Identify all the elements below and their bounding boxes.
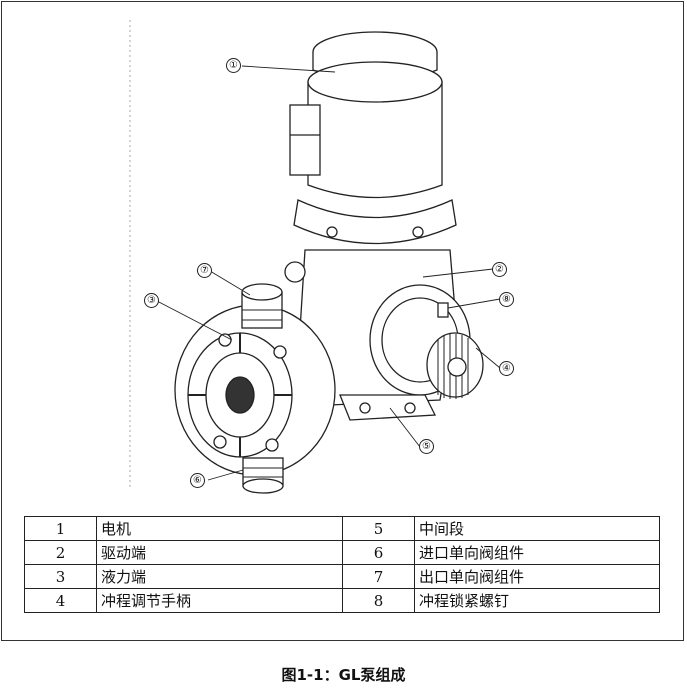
part-name: 出口单向阀组件 — [414, 564, 660, 589]
callout-6: ⑥ — [190, 473, 205, 488]
part-name: 液力端 — [96, 564, 343, 589]
callout-3: ③ — [144, 293, 159, 308]
part-name: 驱动端 — [96, 540, 343, 565]
part-name: 进口单向阀组件 — [414, 540, 660, 565]
part-number: 4 — [24, 588, 97, 613]
part-name: 中间段 — [414, 516, 660, 541]
figure-caption: 图1-1：GL泵组成 — [281, 666, 406, 684]
callout-2: ② — [492, 262, 507, 277]
part-number: 7 — [342, 564, 415, 589]
callout-4: ④ — [499, 361, 514, 376]
part-number: 1 — [24, 516, 97, 541]
callout-7: ⑦ — [197, 263, 212, 278]
callout-5: ⑤ — [419, 439, 434, 454]
part-name: 冲程锁紧螺钉 — [414, 588, 660, 613]
part-number: 2 — [24, 540, 97, 565]
part-name: 冲程调节手柄 — [96, 588, 343, 613]
table-row: 3 液力端 7 出口单向阀组件 — [24, 564, 660, 589]
figure-frame — [1, 1, 684, 641]
callout-8: ⑧ — [499, 292, 514, 307]
part-number: 8 — [342, 588, 415, 613]
part-number: 6 — [342, 540, 415, 565]
pump-drawing — [129, 20, 501, 494]
table-row: 2 驱动端 6 进口单向阀组件 — [24, 540, 660, 565]
part-number: 5 — [342, 516, 415, 541]
part-name: 电机 — [96, 516, 343, 541]
part-number: 3 — [24, 564, 97, 589]
parts-table: 1 电机 5 中间段 2 驱动端 6 进口单向阀组件 3 液力端 7 出口单向阀… — [24, 516, 660, 613]
table-row: 1 电机 5 中间段 — [24, 516, 660, 541]
table-row: 4 冲程调节手柄 8 冲程锁紧螺钉 — [24, 588, 660, 613]
callout-1: ① — [226, 58, 241, 73]
